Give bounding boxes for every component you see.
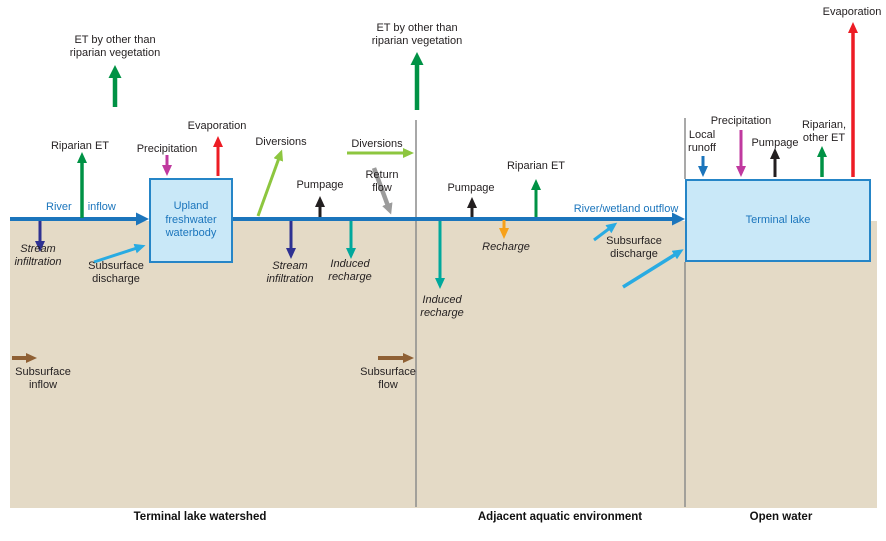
subsurface-discharge-arrow-2b	[622, 249, 684, 289]
label-evaporation-1: Evaporation	[187, 120, 247, 132]
label-induced-recharge-2: Induced recharge	[420, 294, 464, 319]
upland-waterbody-box: Upland freshwater waterbody	[149, 178, 233, 263]
label-subsurface-discharge-1: Subsurface discharge	[88, 260, 144, 285]
label-recharge: Recharge	[482, 241, 530, 253]
label-evaporation-2: Evaporation	[822, 6, 882, 18]
label-subsurface-flow: Subsurface flow	[360, 366, 416, 391]
subsurface-discharge-arrow-1	[93, 243, 146, 264]
label-et-other-1: ET by other than riparian vegetation	[69, 34, 161, 59]
label-riparian-et-1: Riparian ET	[50, 140, 110, 152]
label-stream-infiltration-1: Stream infiltration	[14, 243, 62, 268]
label-pumpage-2: Pumpage	[447, 182, 495, 194]
label-local-runoff: Local runoff	[688, 129, 716, 154]
label-river-wetland-outflow: River/wetland outflow	[573, 203, 679, 215]
subsurface-discharge-arrow-2a	[593, 222, 618, 242]
label-subsurface-discharge-2: Subsurface discharge	[606, 235, 662, 260]
label-precipitation-1: Precipitation	[136, 143, 198, 155]
groundwater-zone	[10, 221, 877, 508]
label-stream-infiltration-2: Stream infiltration	[266, 260, 314, 285]
terminal-lake-box: Terminal lake	[685, 179, 871, 262]
section-label-terminal-lake-watershed: Terminal lake watershed	[133, 511, 267, 523]
upland-waterbody-label: Upland freshwater waterbody	[165, 199, 217, 240]
label-river-inflow: River inflow	[46, 201, 116, 213]
section-label-open-water: Open water	[749, 511, 813, 523]
label-pumpage-3: Pumpage	[751, 137, 799, 149]
label-subsurface-inflow: Subsurface inflow	[15, 366, 71, 391]
label-riparian-other-et: Riparian, other ET	[801, 119, 847, 144]
label-precipitation-2: Precipitation	[710, 115, 772, 127]
label-pumpage-1: Pumpage	[296, 179, 344, 191]
label-diversions-2: Diversions	[351, 138, 403, 150]
label-riparian-et-2: Riparian ET	[506, 160, 566, 172]
label-induced-recharge-1: Induced recharge	[328, 258, 372, 283]
label-return-flow: Return flow	[365, 169, 399, 194]
section-label-adjacent-aquatic-environment: Adjacent aquatic environment	[477, 511, 643, 523]
label-et-other-2: ET by other than riparian vegetation	[371, 22, 463, 47]
label-diversions-1: Diversions	[255, 136, 307, 148]
return-flow-arrow	[371, 167, 393, 215]
terminal-lake-label: Terminal lake	[745, 213, 811, 226]
diversions-arrow-1	[256, 149, 284, 217]
